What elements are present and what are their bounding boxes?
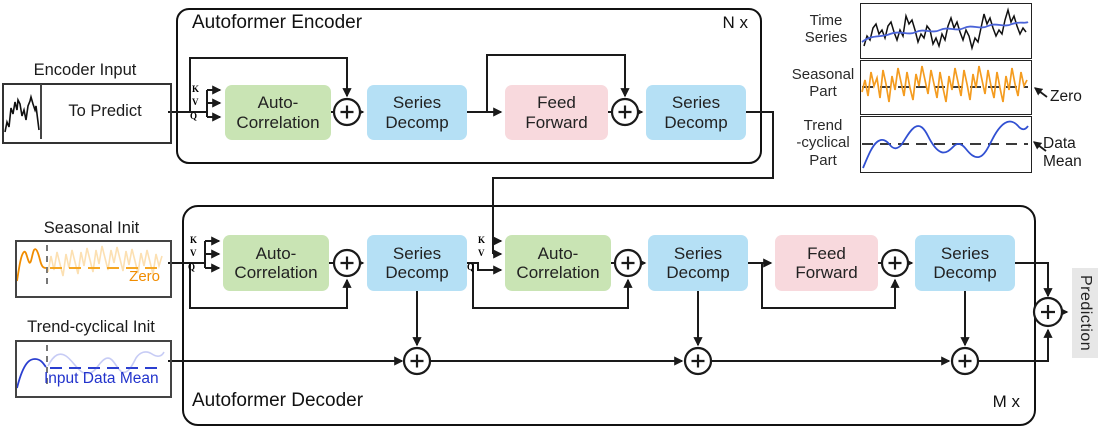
trend-init-label: Trend-cyclical Init	[27, 318, 155, 336]
trend-part-plot-curves	[862, 120, 1047, 169]
data-mean-annotation: Data Mean	[1043, 135, 1082, 170]
encoder-wires	[168, 54, 774, 259]
seasonal-part-plot-frame	[860, 60, 1032, 115]
zero-pointer-arrow	[1034, 87, 1048, 98]
time-series-plot-curves	[861, 7, 1029, 51]
time-series-plot-frame	[860, 3, 1032, 59]
encoder-input-box	[2, 83, 172, 144]
seasonal-init-label: Seasonal Init	[43, 219, 140, 237]
zero-annotation: Zero	[1050, 88, 1082, 105]
data-mean-pointer-arrow	[1033, 141, 1047, 152]
series-decomp-block-decoder-3: Series Decomp	[915, 235, 1015, 291]
trend-part-plot-frame	[860, 116, 1032, 173]
auto-correlation-block-decoder-2: Auto- Correlation	[505, 235, 611, 291]
series-decomp-block-encoder-2: Series Decomp	[646, 85, 746, 140]
k-label: K	[478, 235, 486, 245]
plus-circle-icon	[332, 97, 362, 127]
plus-circle-icon	[1032, 296, 1064, 328]
encoder-title: Autoformer Encoder	[192, 12, 363, 33]
encoder-repeat-label: N x	[722, 13, 749, 32]
encoder-input-sketch	[4, 93, 40, 133]
q-label: Q	[467, 262, 475, 272]
residual-skip-line	[472, 263, 633, 309]
sum-nodes	[332, 97, 1064, 376]
v-label: V	[192, 97, 199, 107]
trend-init-mean-label: Input Data Mean	[44, 370, 159, 387]
residual-skip-line	[189, 263, 352, 309]
prediction-output-label: Prediction	[1072, 268, 1098, 358]
trend-init-sketch	[16, 345, 165, 389]
trend-output-line	[978, 328, 1053, 362]
q-label: Q	[188, 262, 196, 272]
plus-circle-icon	[613, 248, 643, 278]
encoder-input-label: Encoder Input	[33, 61, 137, 79]
seasonal-init-sketch	[16, 245, 164, 289]
series-decomp-block-encoder-1: Series Decomp	[367, 85, 467, 140]
trend-part-label: Trend -cyclical Part	[796, 117, 850, 169]
input-box-divider	[40, 84, 42, 139]
series-decomp-block-decoder-1: Series Decomp	[367, 235, 467, 291]
seasonal-init-box	[15, 240, 172, 298]
plus-circle-icon	[880, 248, 910, 278]
time-series-label: Time Series	[804, 12, 848, 47]
auto-correlation-block-encoder: Auto- Correlation	[225, 85, 331, 140]
residual-skip-line	[486, 54, 630, 112]
plus-circle-icon	[332, 248, 362, 278]
to-predict-label: To Predict	[68, 102, 142, 120]
residual-skip-line	[761, 263, 900, 309]
series-decomp-block-decoder-2: Series Decomp	[648, 235, 748, 291]
encoder-to-decoder-line	[492, 111, 774, 254]
auto-correlation-block-decoder-1: Auto- Correlation	[223, 235, 329, 291]
seasonal-part-label: Seasonal Part	[791, 66, 855, 101]
v-label: V	[190, 248, 197, 258]
feed-forward-block-decoder: Feed Forward	[775, 235, 878, 291]
residual-skip-line	[189, 57, 352, 112]
seasonal-init-zero-label: Zero	[129, 268, 160, 285]
decoder-repeat-label: M x	[992, 392, 1020, 411]
plus-circle-icon	[402, 346, 432, 376]
decoder-title: Autoformer Decoder	[192, 390, 364, 411]
q-label: Q	[190, 111, 198, 121]
plus-circle-icon	[683, 346, 713, 376]
plus-circle-icon	[950, 346, 980, 376]
v-label: V	[478, 248, 485, 258]
seasonal-part-plot-curves	[861, 65, 1048, 103]
k-label: K	[190, 235, 198, 245]
decoder-wires	[168, 236, 1069, 366]
seasonal-output-line	[1015, 262, 1053, 298]
feed-forward-block-encoder: Feed Forward	[505, 85, 608, 140]
trend-init-box	[15, 340, 172, 398]
k-label: K	[192, 84, 200, 94]
plus-circle-icon	[610, 97, 640, 127]
